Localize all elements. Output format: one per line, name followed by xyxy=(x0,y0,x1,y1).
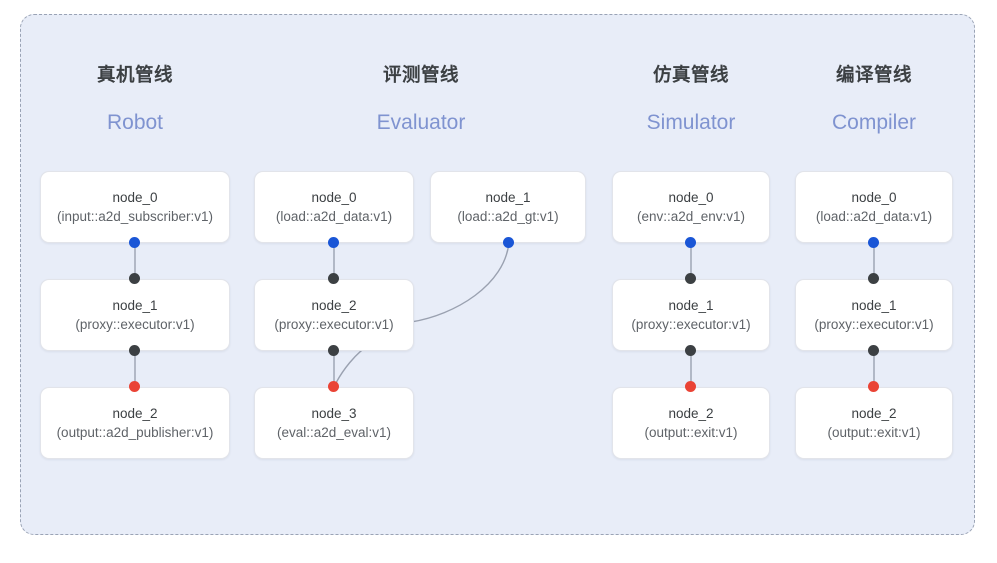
node-evaluator-0[interactable]: node_0 (load::a2d_data:v1) xyxy=(254,171,414,243)
port-out-robot-1[interactable] xyxy=(129,345,140,356)
node-title: node_2 xyxy=(311,298,357,313)
column-heading-compiler: 编译管线 Compiler xyxy=(784,62,964,136)
node-subtitle: (proxy::executor:v1) xyxy=(814,317,934,332)
node-title: node_0 xyxy=(112,190,158,205)
column-heading-cn: 真机管线 xyxy=(96,64,173,85)
column-heading-en: Robot xyxy=(106,111,164,134)
port-output-robot-2[interactable] xyxy=(129,381,140,392)
node-title: node_2 xyxy=(851,406,897,421)
column-heading-cn: 评测管线 xyxy=(382,64,459,85)
port-output-evaluator-3[interactable] xyxy=(328,381,339,392)
node-subtitle: (env::a2d_env:v1) xyxy=(636,209,746,224)
node-simulator-1[interactable]: node_1 (proxy::executor:v1) xyxy=(612,279,770,351)
port-input-evaluator-1[interactable] xyxy=(503,237,514,248)
node-subtitle: (output::exit:v1) xyxy=(644,425,738,440)
port-in-simulator-1[interactable] xyxy=(685,273,696,284)
node-title: node_0 xyxy=(851,190,897,205)
column-heading-simulator: 仿真管线 Simulator xyxy=(601,62,781,136)
port-output-simulator-2[interactable] xyxy=(685,381,696,392)
node-title: node_1 xyxy=(668,298,714,313)
node-title: node_1 xyxy=(112,298,158,313)
node-robot-2[interactable]: node_2 (output::a2d_publisher:v1) xyxy=(40,387,230,459)
port-input-robot-0[interactable] xyxy=(129,237,140,248)
node-title: node_1 xyxy=(485,190,531,205)
node-compiler-0[interactable]: node_0 (load::a2d_data:v1) xyxy=(795,171,953,243)
node-title: node_2 xyxy=(668,406,714,421)
port-input-simulator-0[interactable] xyxy=(685,237,696,248)
node-evaluator-1[interactable]: node_1 (load::a2d_gt:v1) xyxy=(430,171,586,243)
node-title: node_1 xyxy=(851,298,897,313)
node-robot-1[interactable]: node_1 (proxy::executor:v1) xyxy=(40,279,230,351)
port-output-compiler-2[interactable] xyxy=(868,381,879,392)
node-subtitle: (output::exit:v1) xyxy=(827,425,921,440)
column-heading-en: Simulator xyxy=(646,111,736,134)
node-title: node_3 xyxy=(311,406,357,421)
node-subtitle: (load::a2d_data:v1) xyxy=(275,209,393,224)
node-subtitle: (input::a2d_subscriber:v1) xyxy=(56,209,214,224)
node-title: node_0 xyxy=(668,190,714,205)
node-subtitle: (eval::a2d_eval:v1) xyxy=(276,425,392,440)
node-title: node_0 xyxy=(311,190,357,205)
node-simulator-0[interactable]: node_0 (env::a2d_env:v1) xyxy=(612,171,770,243)
node-evaluator-3[interactable]: node_3 (eval::a2d_eval:v1) xyxy=(254,387,414,459)
column-heading-cn: 编译管线 xyxy=(835,64,912,85)
node-title: node_2 xyxy=(112,406,158,421)
node-subtitle: (proxy::executor:v1) xyxy=(75,317,195,332)
column-heading-en: Evaluator xyxy=(376,111,466,134)
port-out-simulator-1[interactable] xyxy=(685,345,696,356)
column-heading-en: Compiler xyxy=(831,111,917,134)
port-input-evaluator-0[interactable] xyxy=(328,237,339,248)
node-subtitle: (proxy::executor:v1) xyxy=(631,317,751,332)
port-in-compiler-1[interactable] xyxy=(868,273,879,284)
column-heading-evaluator: 评测管线 Evaluator xyxy=(331,62,511,136)
node-subtitle: (output::a2d_publisher:v1) xyxy=(56,425,214,440)
column-heading-robot: 真机管线 Robot xyxy=(45,62,225,136)
port-out-compiler-1[interactable] xyxy=(868,345,879,356)
port-in-evaluator-2[interactable] xyxy=(328,273,339,284)
node-compiler-2[interactable]: node_2 (output::exit:v1) xyxy=(795,387,953,459)
column-heading-cn: 仿真管线 xyxy=(652,64,729,85)
node-subtitle: (load::a2d_gt:v1) xyxy=(457,209,559,224)
node-evaluator-2[interactable]: node_2 (proxy::executor:v1) xyxy=(254,279,414,351)
node-subtitle: (load::a2d_data:v1) xyxy=(815,209,933,224)
node-simulator-2[interactable]: node_2 (output::exit:v1) xyxy=(612,387,770,459)
port-out-evaluator-2[interactable] xyxy=(328,345,339,356)
node-robot-0[interactable]: node_0 (input::a2d_subscriber:v1) xyxy=(40,171,230,243)
port-in-robot-1[interactable] xyxy=(129,273,140,284)
port-input-compiler-0[interactable] xyxy=(868,237,879,248)
node-compiler-1[interactable]: node_1 (proxy::executor:v1) xyxy=(795,279,953,351)
node-subtitle: (proxy::executor:v1) xyxy=(274,317,394,332)
